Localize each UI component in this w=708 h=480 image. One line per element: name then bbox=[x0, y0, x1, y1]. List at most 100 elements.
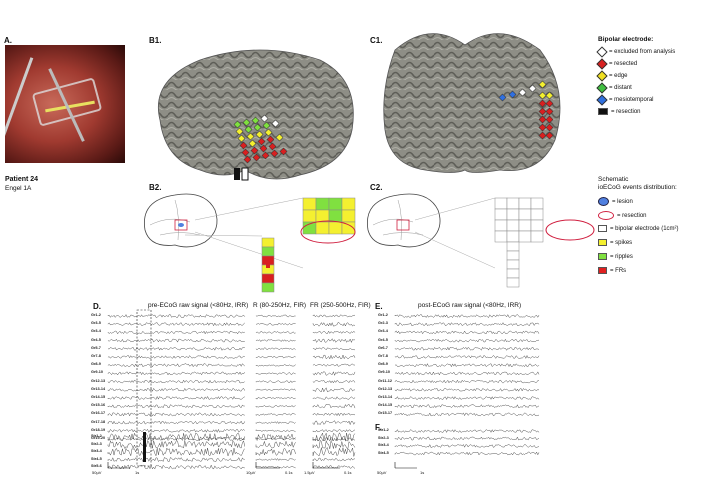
c1-electrode bbox=[545, 131, 554, 140]
b2-grid-cell bbox=[315, 221, 330, 235]
post-trace bbox=[394, 330, 540, 335]
c1-electrode bbox=[538, 80, 547, 89]
b2-lesion bbox=[178, 223, 184, 227]
legend-label: = distant bbox=[609, 85, 632, 91]
ripple-trace-strip bbox=[255, 433, 296, 441]
c1-electrode bbox=[528, 84, 537, 93]
c1-electrode bbox=[538, 99, 547, 108]
c1-electrode bbox=[538, 91, 547, 100]
channel-label: Gr9-10 bbox=[91, 370, 104, 375]
c2-grid-cell bbox=[506, 219, 520, 232]
channel-label: Gr2-3 bbox=[378, 321, 388, 326]
panel-label-c1: C1. bbox=[370, 36, 383, 45]
channel-label: Gr18-19 bbox=[91, 427, 106, 432]
panel-label-f: F. bbox=[375, 423, 382, 432]
legend-swatch bbox=[598, 197, 609, 206]
legend-schematic-item: = bipolar electrode (1cm²) bbox=[598, 225, 679, 232]
legend-swatch bbox=[598, 225, 607, 232]
b1-electrode bbox=[279, 147, 288, 156]
b1-electrode bbox=[270, 149, 279, 158]
legend-label: = mesiotemporal bbox=[609, 97, 654, 103]
pre-trace-title: pre-ECoG raw signal (<80Hz, IRR) bbox=[148, 302, 249, 309]
pre-trace bbox=[107, 437, 245, 441]
legend-label: = ripples bbox=[610, 253, 633, 260]
scale-post: 50µV bbox=[377, 470, 387, 475]
panel-label-e: E. bbox=[375, 302, 383, 311]
channel-label: Gr15-16 bbox=[91, 403, 106, 408]
inferior-brain bbox=[383, 33, 561, 173]
c2-strip-cell bbox=[506, 250, 520, 261]
b1-electrode bbox=[259, 144, 268, 153]
c1-electrode bbox=[538, 123, 547, 132]
scale-post-time: 1s bbox=[420, 470, 425, 475]
ripple-trace-strip bbox=[255, 458, 296, 461]
pre-trace bbox=[107, 404, 245, 409]
post-trace-title: post-ECoG raw signal (<80Hz, IRR) bbox=[418, 302, 522, 309]
fr-trace bbox=[312, 420, 356, 426]
legend-swatch bbox=[598, 211, 614, 220]
c2-strip-cell bbox=[506, 268, 520, 279]
patient-outcome: Engel 1A bbox=[5, 185, 32, 192]
legend-schematic-item: = FRs bbox=[598, 267, 626, 274]
fr-trace bbox=[312, 387, 356, 393]
channel-label: Gr15-17 bbox=[378, 411, 393, 416]
legend-bipolar-item: = edge bbox=[596, 70, 628, 82]
channel-label: Gr16-17 bbox=[91, 411, 106, 416]
b1-electrode bbox=[257, 137, 266, 146]
ripple-trace bbox=[255, 380, 296, 383]
fr-trace bbox=[312, 371, 356, 376]
b2-grid-cell bbox=[302, 197, 317, 211]
ripple-trace bbox=[255, 388, 296, 391]
spike-burst bbox=[143, 432, 146, 462]
panel-label-c2: C2. bbox=[370, 183, 383, 192]
channel-label: Gr3-4 bbox=[91, 329, 101, 334]
post-trace-strip bbox=[394, 444, 540, 448]
legend-label: = FRs bbox=[610, 267, 627, 274]
c2-grid-cell bbox=[518, 219, 532, 232]
panel-label-b1: B1. bbox=[149, 36, 162, 45]
legend-bipolar-item: = resection bbox=[598, 108, 641, 115]
b2-brain-box bbox=[174, 219, 188, 231]
post-trace-strip bbox=[394, 429, 540, 433]
b1-electrode bbox=[262, 121, 271, 130]
fr-trace bbox=[312, 338, 356, 343]
b1-electrode bbox=[242, 118, 251, 127]
post-trace bbox=[394, 379, 540, 384]
ripple-trace bbox=[255, 331, 296, 334]
pre-trace bbox=[107, 363, 245, 368]
c1-electrode bbox=[545, 107, 554, 116]
channel-label: Gr7-8 bbox=[91, 354, 101, 358]
pre-trace bbox=[107, 371, 245, 376]
b1-electrode bbox=[255, 130, 264, 139]
channel-label: Gr11-12 bbox=[378, 378, 392, 383]
pre-trace bbox=[107, 330, 245, 335]
c1-electrode bbox=[518, 88, 527, 97]
scale-pre: 50µV bbox=[92, 470, 102, 475]
channel-label: Gr17-18 bbox=[91, 419, 106, 424]
c2-grid-cell bbox=[506, 230, 520, 243]
legend-schematic-item: = resection bbox=[598, 211, 647, 220]
legend-label: = edge bbox=[609, 73, 628, 79]
ripple-trace bbox=[255, 339, 296, 342]
pre-trace bbox=[107, 338, 245, 343]
b1-electrode bbox=[253, 123, 262, 132]
channel-label: Str4-5 bbox=[378, 450, 389, 455]
event-window bbox=[136, 309, 152, 467]
c1-electrode bbox=[545, 91, 554, 100]
panel-label-d: D. bbox=[93, 302, 101, 311]
channel-label: Gr6-7 bbox=[378, 345, 388, 350]
b1-electrode bbox=[275, 133, 284, 142]
legend-swatch bbox=[596, 94, 608, 106]
fr-trace bbox=[312, 404, 356, 409]
legend-swatch bbox=[596, 46, 608, 58]
legend-bipolar-item: = distant bbox=[596, 82, 632, 94]
pre-trace bbox=[107, 387, 245, 392]
legend-label: = resected bbox=[609, 61, 638, 67]
b1-electrode bbox=[243, 155, 252, 164]
pre-trace-strip bbox=[107, 440, 245, 449]
c1-electrode bbox=[498, 93, 507, 102]
channel-label: Str3-4 bbox=[378, 443, 389, 447]
b1-electrode bbox=[261, 151, 270, 160]
intraoperative-photo bbox=[5, 45, 125, 163]
legend-schematic-item: = spikes bbox=[598, 239, 632, 246]
